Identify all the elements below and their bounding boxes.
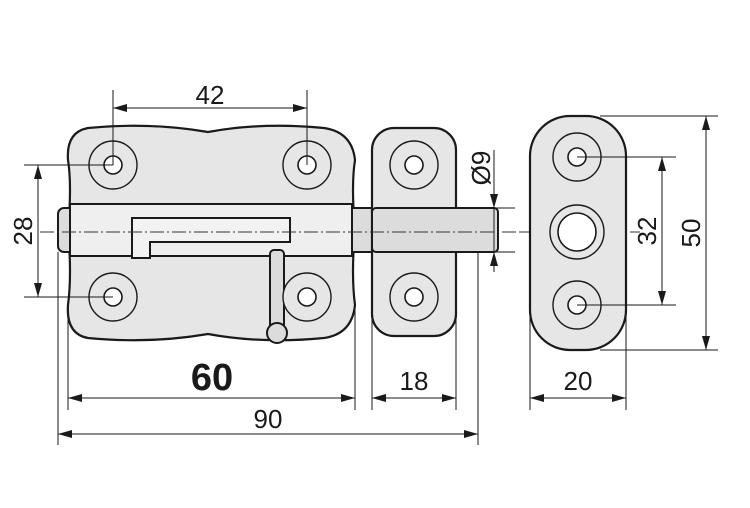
dimension-50: 50 xyxy=(600,115,718,351)
dimension-60-label: 60 xyxy=(191,357,233,399)
bolt-handle-knob xyxy=(266,322,288,344)
dimension-diameter-9: Ø9 xyxy=(466,150,515,272)
bolt-slot xyxy=(131,217,291,259)
dimension-20-label: 20 xyxy=(564,366,593,396)
side-hole-center xyxy=(549,204,605,260)
bolt-handle xyxy=(269,249,285,331)
dimension-28-label: 28 xyxy=(8,217,38,246)
dimension-50-label: 50 xyxy=(676,219,706,248)
dimension-20: 20 xyxy=(529,300,627,410)
dimension-28: 28 xyxy=(8,164,113,298)
dimension-32-label: 32 xyxy=(632,217,662,246)
plate-hole-bottom-right xyxy=(282,272,332,322)
dimension-60: 60 xyxy=(67,300,356,410)
dimension-90: 90 xyxy=(57,252,479,445)
dimension-diameter-9-label: Ø9 xyxy=(466,151,496,186)
dimension-18-label: 18 xyxy=(400,366,429,396)
keeper-hole-bottom xyxy=(389,272,439,322)
keeper-bolt-pass xyxy=(371,207,499,253)
dimension-18: 18 xyxy=(371,300,457,410)
dimension-32: 32 xyxy=(577,156,676,306)
dimension-42: 42 xyxy=(112,80,308,165)
dimension-42-label: 42 xyxy=(196,80,225,110)
dimension-90-label: 90 xyxy=(254,404,283,434)
keeper-hole-top xyxy=(389,140,439,190)
